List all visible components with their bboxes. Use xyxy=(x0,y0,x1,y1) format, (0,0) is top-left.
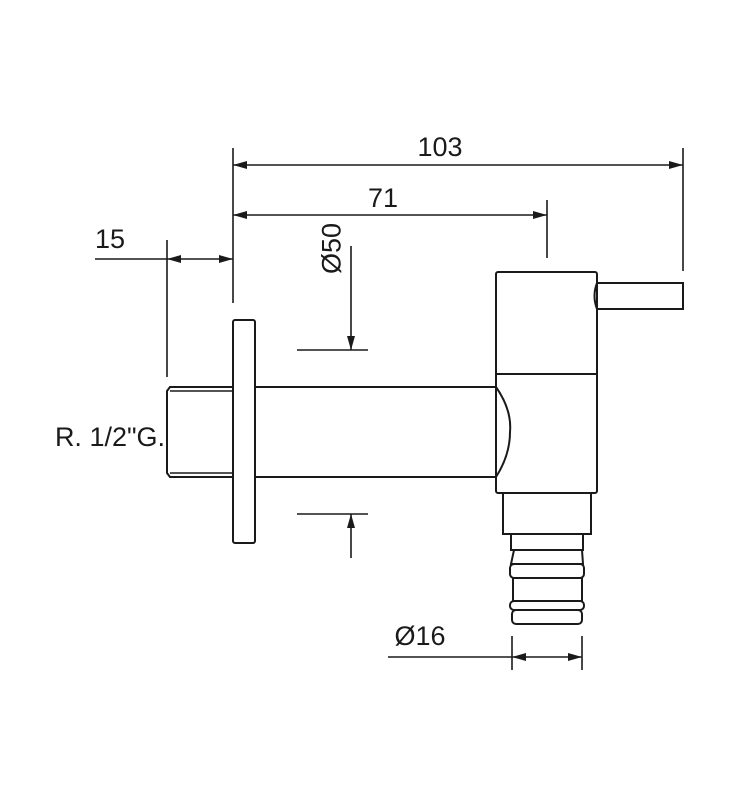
dimension-label-15: 15 xyxy=(95,224,125,254)
tap-outline xyxy=(166,271,684,625)
nozzle-ring xyxy=(509,600,585,611)
dimension-label-50: Ø50 xyxy=(316,223,346,274)
nozzle-tip xyxy=(511,609,583,625)
dimension-71: 71 xyxy=(233,183,548,258)
threaded-connector xyxy=(166,386,233,478)
nozzle-taper xyxy=(509,549,585,565)
valve-body xyxy=(495,271,598,494)
dimension-label-103: 103 xyxy=(417,132,462,162)
nozzle-ring xyxy=(509,563,585,579)
nozzle-collar xyxy=(502,492,592,535)
lever-handle xyxy=(593,282,684,310)
dimension-15: 15 xyxy=(95,224,233,377)
thread-label: R. 1/2"G. xyxy=(55,422,165,452)
wall-flange xyxy=(232,319,256,544)
dimension-label-16: Ø16 xyxy=(394,621,445,651)
nozzle-neck xyxy=(510,533,584,551)
spout-pipe xyxy=(255,386,512,478)
dimension-103: 103 xyxy=(232,132,684,303)
dimension-diameter-16: Ø16 xyxy=(388,621,583,670)
dimension-diameter-50: Ø50 xyxy=(297,223,368,558)
nozzle-body xyxy=(512,577,583,602)
dimension-label-71: 71 xyxy=(368,183,398,213)
